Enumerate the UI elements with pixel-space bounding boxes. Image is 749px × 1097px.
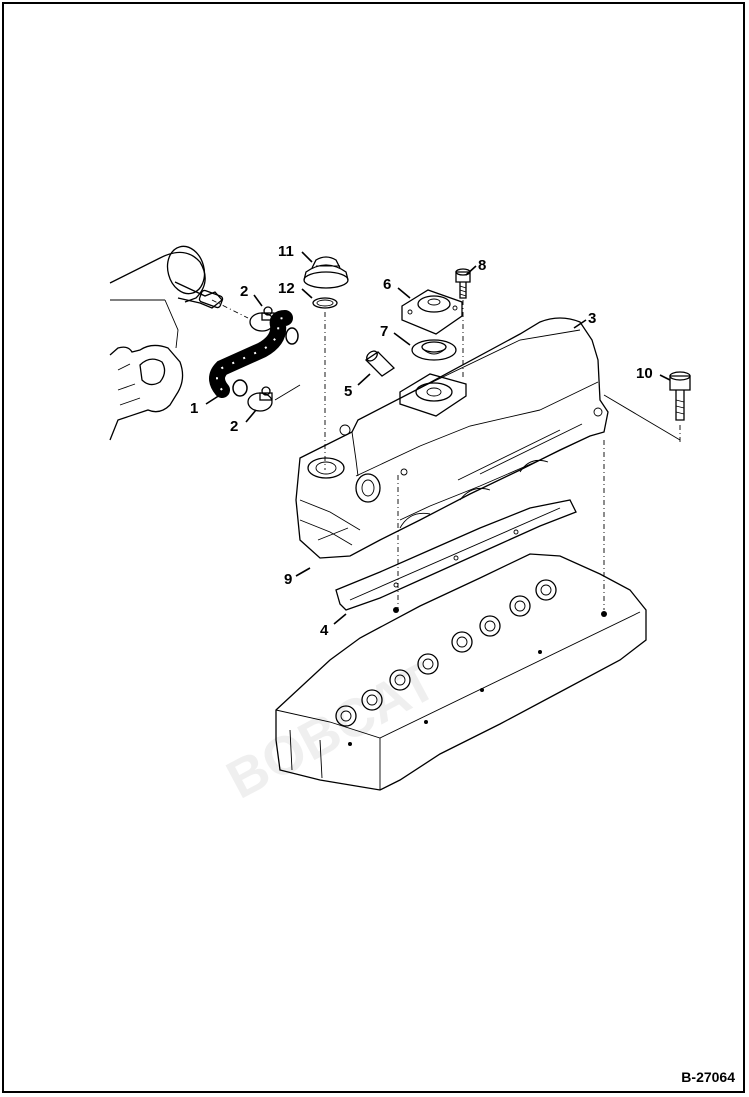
rocker-cover-bolt: [669, 371, 691, 421]
diaphragm: [411, 339, 457, 361]
callout-2: 2: [230, 418, 238, 435]
breather-hose: [209, 310, 299, 398]
oil-filler-cap: [303, 256, 349, 289]
callout-12: 12: [278, 280, 295, 297]
callout-9: 9: [284, 571, 292, 588]
callout-2: 2: [240, 283, 248, 300]
rocker-cover: [295, 317, 609, 559]
callout-11: 11: [278, 243, 294, 260]
hose-clamp-lower: [247, 386, 273, 412]
callout-6: 6: [383, 276, 391, 293]
breather-base: [399, 373, 467, 417]
callout-5: 5: [344, 383, 352, 400]
callout-1: 1: [190, 400, 198, 417]
callout-8: 8: [478, 257, 486, 274]
hose-clamp-upper: [249, 306, 275, 332]
leader-lines: [205, 251, 671, 625]
callout-3: 3: [588, 310, 596, 327]
cylinder-head: [275, 553, 647, 791]
callout-7: 7: [380, 323, 388, 340]
o-ring: [312, 297, 338, 309]
callouts: 1 2 2 3 4 5 6 7 8 9 10 11 12: [190, 243, 653, 639]
rocker-cover-gasket: [335, 499, 577, 611]
breather-pipe: [364, 350, 396, 377]
breather-cover: [401, 289, 463, 335]
valve-seats: [335, 579, 557, 727]
watermark: BOBCAT: [217, 651, 446, 811]
callout-4: 4: [320, 622, 329, 639]
callout-10: 10: [636, 365, 653, 382]
manifold: [109, 245, 224, 441]
document-id: B-27064: [681, 1069, 735, 1085]
